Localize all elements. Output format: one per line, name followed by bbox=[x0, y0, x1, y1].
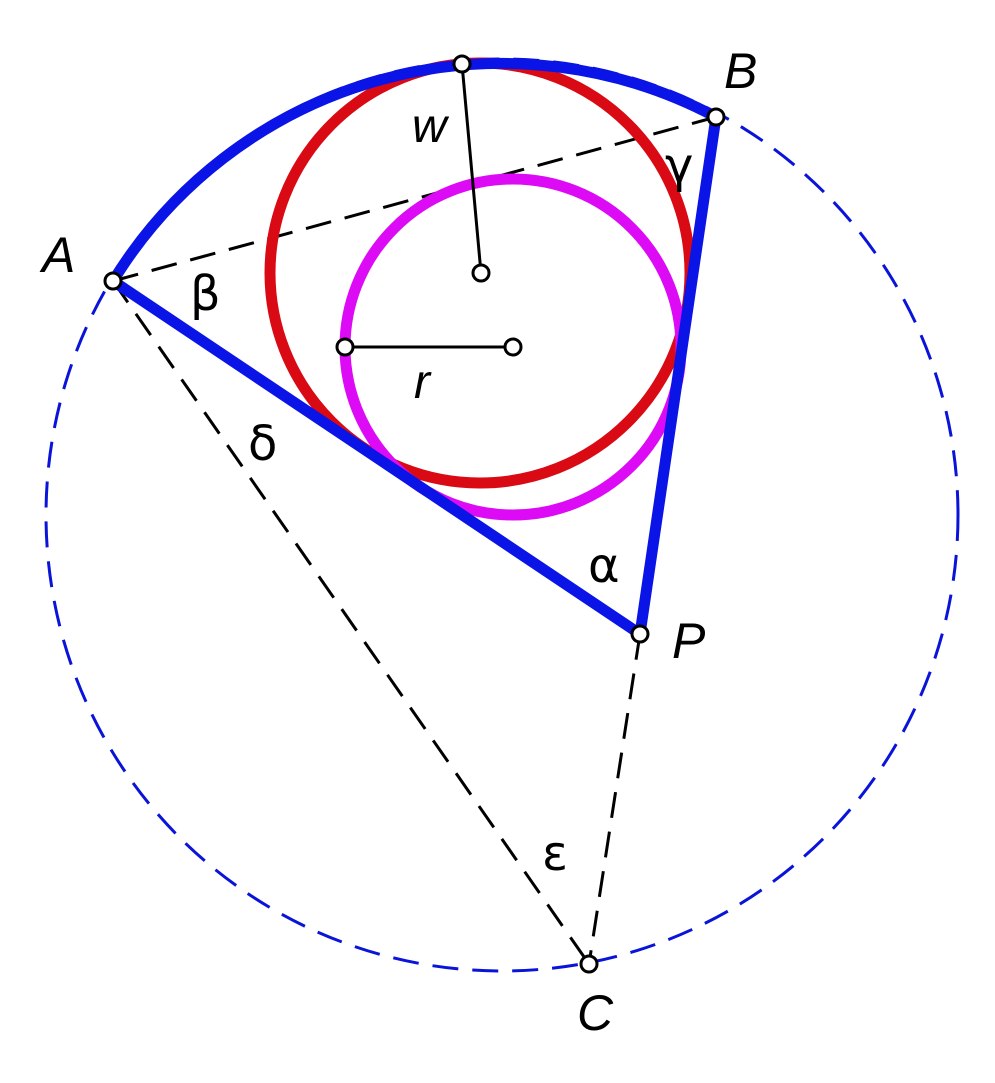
segment-w bbox=[460, 63, 483, 274]
node-red-center bbox=[471, 263, 491, 283]
line-pc-dashed bbox=[587, 633, 642, 965]
label-point-b: B bbox=[724, 43, 757, 99]
side-bp bbox=[634, 111, 722, 640]
node-b bbox=[706, 107, 726, 127]
label-angle-beta: β bbox=[190, 266, 221, 322]
chord-ab-dashed bbox=[112, 115, 717, 283]
line-ac-dashed bbox=[111, 280, 591, 965]
label-angle-gamma: γ bbox=[665, 138, 693, 194]
node-c bbox=[579, 954, 599, 974]
node-p bbox=[630, 624, 650, 644]
label-point-p: P bbox=[672, 613, 706, 669]
arc-ab bbox=[107, 58, 722, 287]
node-r-left bbox=[335, 337, 355, 357]
circumcircle-dashed bbox=[44, 57, 960, 973]
node-violet-center bbox=[503, 337, 523, 357]
node-a bbox=[103, 271, 123, 291]
label-point-a: A bbox=[39, 227, 75, 283]
label-angle-delta: δ bbox=[248, 416, 277, 472]
label-segment-w: w bbox=[412, 100, 450, 153]
label-angle-alpha: α bbox=[588, 538, 620, 594]
label-point-c: C bbox=[577, 985, 614, 1041]
label-segment-r: r bbox=[414, 356, 432, 409]
side-ap bbox=[107, 275, 646, 640]
label-angle-epsilon: ε bbox=[542, 826, 568, 882]
node-w-top bbox=[452, 54, 472, 74]
